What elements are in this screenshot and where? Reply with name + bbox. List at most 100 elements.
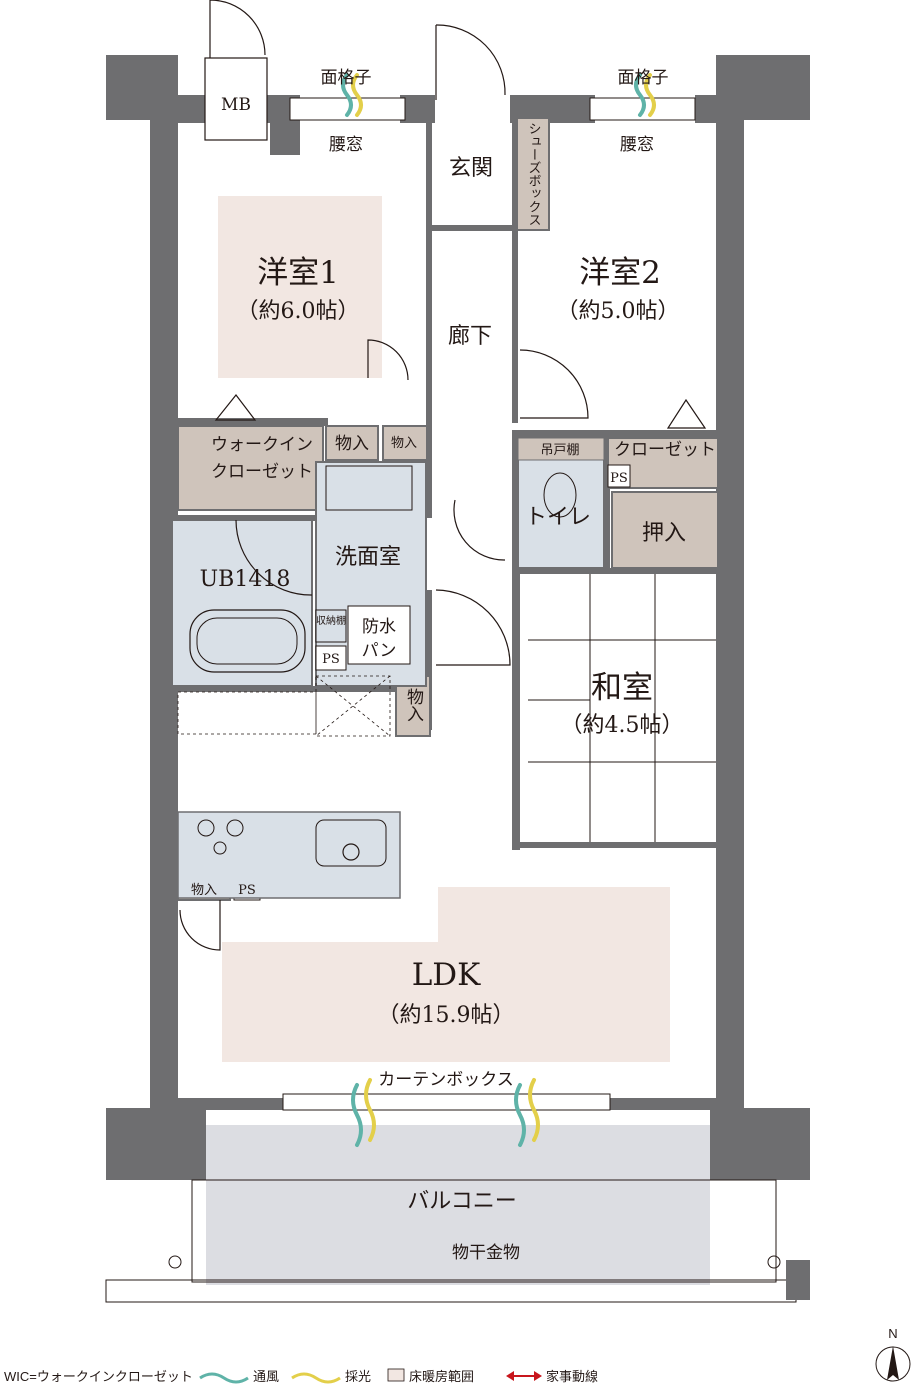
wall [166,515,316,521]
balcony-rail [191,1179,777,1283]
housework-legend-icon [506,1371,542,1381]
menkoushi-right-label: 面格子 [618,68,669,88]
wall [786,1260,810,1300]
wall [512,430,717,438]
wall [106,55,150,120]
tsuritodana-label: 吊戸棚 [540,443,579,458]
entrance-door[interactable] [435,24,506,100]
walkin-closet-label-1: ウォークイン [211,435,313,455]
wall [400,95,435,123]
floor-heating-legend-icon [387,1368,405,1382]
door-toilet[interactable] [453,499,506,561]
mb-label: MB [221,95,251,115]
door-wic[interactable] [214,394,257,421]
youshitsu2-size: （約5.0帖） [557,299,680,324]
ventilation-icon [341,73,646,1147]
washitsu-name: 和室 [591,670,653,706]
wall [178,1098,283,1110]
bathtub [189,609,306,673]
ps-label: PS [238,883,256,898]
wall [426,590,432,730]
storage-box [382,425,428,461]
door-ldk[interactable] [435,589,511,666]
ps-label: PS [610,471,628,486]
bousui-pan-label-2: パン [362,641,397,661]
sink [315,819,387,867]
balcony-label: バルコニー [407,1189,517,1214]
wall [520,842,720,848]
legend-tsuufuu: 通風 [253,1369,279,1384]
wall [512,123,518,423]
ps-box [315,645,347,671]
bousui-pan-label-1: 防水 [362,617,396,637]
kitchen-counter [177,811,401,899]
monoire-label: 物入 [391,436,417,451]
curtain-box-label: カーテンボックス [378,1070,514,1090]
senmenshitsu-label: 洗面室 [335,545,401,570]
bathtub-inner [196,617,298,665]
wall [512,430,520,850]
rouka-label: 廊下 [448,324,492,349]
wall [166,515,172,690]
ub-label: UB1418 [200,567,291,592]
storage-box [325,425,379,461]
tsuritodana [517,437,605,461]
daylight-legend-icon [291,1372,341,1384]
monoire-label: 物入 [403,688,424,722]
north-arrow-icon [875,1346,911,1382]
closet-label: クローゼット [614,440,716,460]
wall [716,55,810,120]
bousui-pan-box [347,605,411,665]
koshimado-right-label: 腰窓 [620,135,654,155]
wall [716,120,744,1115]
daylight-icon [351,73,656,1142]
wall [602,438,610,568]
wall [610,1098,720,1110]
door-closet[interactable] [666,398,707,429]
washitsu-size: （約4.5帖） [561,713,684,738]
ps-box [607,464,631,488]
stove-burner [213,841,227,855]
shoes-box-label: シューズボックス [526,122,541,226]
stove-burner [197,819,215,837]
sink-drain [342,843,360,861]
oshiire-label: 押入 [642,521,686,546]
menkoushi-left-label: 面格子 [321,68,372,88]
legend-saikou: 採光 [345,1369,371,1384]
wall [106,1108,206,1180]
legend-yukadanbou: 床暖房範囲 [409,1369,474,1384]
door-storage[interactable] [179,900,221,951]
unit-bath [171,519,313,687]
wall [710,1108,810,1180]
toilet-label: トイレ [525,505,591,530]
legend-wic: WIC=ウォークインクローゼット [4,1369,193,1384]
floor-heating-ldk [222,887,670,1062]
youshitsu2-name: 洋室2 [579,255,661,291]
floor-heating-youshitsu1 [218,196,382,378]
door-youshitsu1[interactable] [367,339,409,381]
youshitsu1-size: （約6.0帖） [237,299,360,324]
drain [168,1255,182,1269]
shuunoudana-box [315,609,347,643]
wall [178,418,328,426]
wall [426,225,516,231]
monoire-label: 物入 [191,883,217,898]
walkin-closet-label-2: クローゼット [211,462,313,482]
ps-label: PS [322,652,340,667]
shuunoudana-label: 収納棚 [316,614,346,627]
door-youshitsu2[interactable] [519,349,589,419]
vanity [325,465,413,511]
balcony-floor [206,1125,710,1285]
door-bath[interactable] [235,519,313,596]
wall [426,123,432,518]
mb-door[interactable] [209,0,266,58]
mb-box [204,57,268,141]
koshimado-left-label: 腰窓 [329,135,363,155]
tatami-grid [528,574,716,842]
oshiire [611,491,719,569]
walkin-closet [177,425,324,511]
genkan-label: 玄関 [449,156,493,181]
wall [178,686,430,692]
shoes-box [516,117,550,231]
